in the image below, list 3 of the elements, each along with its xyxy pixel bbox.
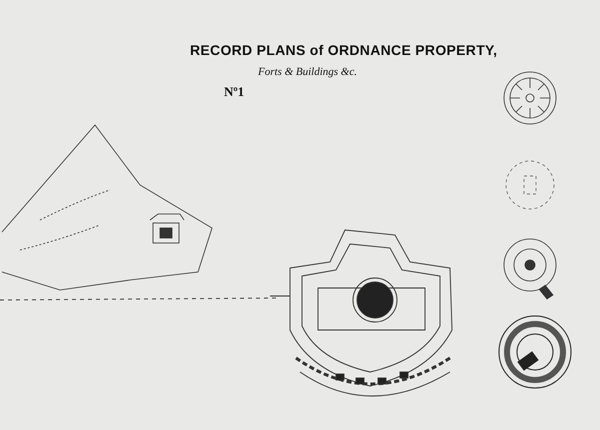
subtitle: Forts & Buildings &c. bbox=[258, 66, 357, 78]
sheet-title: RECORD PLANS of ORDNANCE PROPERTY, bbox=[190, 42, 498, 58]
sheet-number: Nº1 bbox=[224, 84, 244, 100]
